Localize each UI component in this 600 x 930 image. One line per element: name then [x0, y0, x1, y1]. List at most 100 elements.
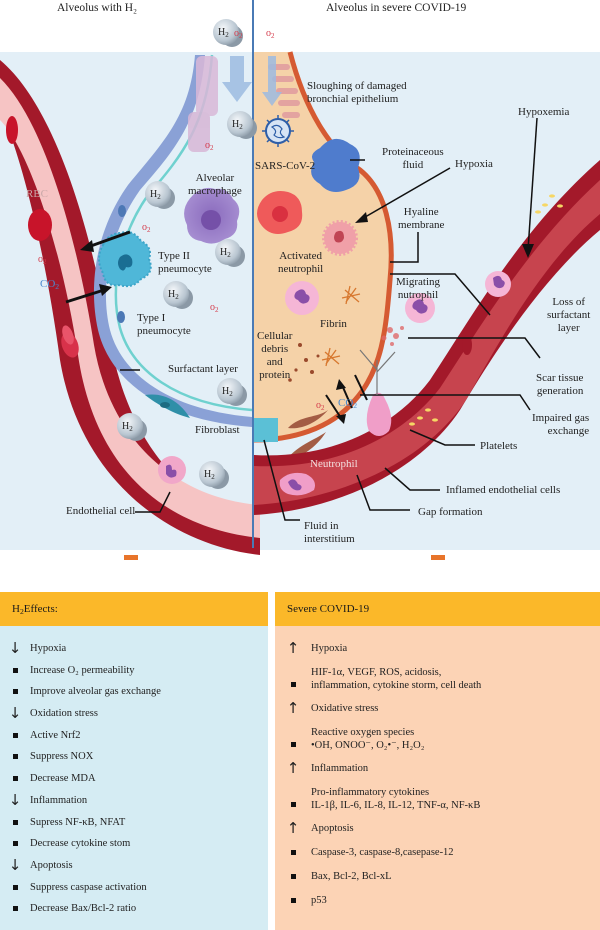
down-arrow-icon: ↓ — [8, 704, 22, 723]
h2-effect-item: Active Nrf2 — [0, 729, 268, 751]
illustration-svg — [0, 0, 600, 560]
h2-effect-text: Inflammation — [30, 794, 88, 806]
o2-label: o2 — [234, 28, 243, 40]
gas-exchange-arrows-right — [325, 374, 368, 424]
h2-effect-text: Active Nrf2 — [30, 729, 81, 741]
h2-effect-text: Decrease cytokine stom — [30, 838, 131, 850]
covid-effect-item: ↑ Oxidative stress — [275, 699, 600, 726]
orange-arrow-right — [431, 555, 445, 560]
down-arrow-icon: ↓ — [8, 639, 22, 657]
covid-alveolus-fluid — [254, 52, 392, 440]
h2-effect-text: Improve alveolar gas exchange — [30, 686, 161, 698]
bullet-icon — [275, 894, 311, 903]
covid-effect-item: ↑ Inflammation — [275, 759, 600, 786]
bullet-icon — [0, 664, 30, 673]
leader-lines — [120, 117, 541, 521]
bullet-icon — [0, 837, 30, 847]
o2-label: o2 — [210, 302, 219, 314]
h2-molecules — [117, 19, 257, 489]
o2-label: o2 — [316, 400, 325, 412]
covid-effect-line: Hypoxia — [311, 643, 348, 654]
down-arrow-icon: ↓ — [8, 855, 22, 874]
h2-label: H2 — [232, 119, 243, 131]
sars-cov-2-virus-icon — [262, 115, 294, 147]
h2-effect-item: ↓ Hypoxia — [0, 639, 268, 664]
covid-effect-line: Caspase-3, caspase-8,casepase-12 — [311, 847, 454, 858]
covid-effect-item: Bax, Bcl-2, Bcl-xL — [275, 870, 600, 894]
o2-label: o2 — [142, 222, 151, 234]
type2-nucleus — [118, 254, 133, 271]
bullet-icon — [0, 816, 30, 825]
up-arrow-icon: ↑ — [286, 819, 300, 837]
cellular-debris — [288, 343, 320, 382]
covid-effect-line: Bax, Bcl-2, Bcl-xL — [311, 871, 392, 882]
covid-effect-line: IL-1β, IL-6, IL-8, IL-12, TNF-α, NF-κB — [311, 800, 481, 811]
h2-effect-text: Oxidation stress — [30, 708, 98, 720]
rbc-cell — [28, 209, 52, 241]
covid-effect-line: inflammation, cytokine storm, cell death — [311, 680, 482, 691]
left-title: Alveolus with H₂ — [57, 2, 138, 14]
orange-arrow-left — [124, 555, 138, 560]
covid-effect-item: HIF-1α, VEGF, ROS, acidosis, inflammation… — [275, 666, 600, 702]
right-title: Alveolus in severe COVID-19 — [326, 2, 467, 14]
severe-covid-header: Severe COVID-19 — [275, 592, 600, 626]
h2-effect-text: Decrease MDA — [30, 773, 96, 785]
h2-effect-item: Increase O₂ permeability — [0, 664, 268, 686]
bullet-icon — [0, 772, 30, 782]
covid-effect-line: Oxidative stress — [311, 703, 379, 714]
up-arrow-icon: ↑ — [286, 759, 300, 777]
covid-effect-text: HIF-1α, VEGF, ROS, acidosis, inflammation… — [311, 666, 481, 692]
neutrophil-label: Neutrophil — [310, 458, 358, 470]
bullet-icon — [0, 685, 30, 695]
covid-effect-item: Reactive oxygen species•OH, ONOO⁻, O₂•⁻,… — [275, 726, 600, 762]
bullet-icon — [0, 750, 30, 760]
covid-effect-line: Inflammation — [311, 763, 369, 774]
h2-effect-item: Decrease cytokine stom — [0, 837, 268, 859]
h2-label: H2 — [168, 289, 179, 301]
h2-effect-text: Hypoxia — [30, 643, 67, 654]
h2-label: H2 — [218, 27, 229, 39]
h2-label: H2 — [150, 189, 161, 201]
platelets — [409, 194, 563, 426]
hypoxia-label: Hypoxia — [455, 158, 493, 170]
up-arrow-icon: ↑ — [286, 639, 300, 657]
interstitial-fibroblast — [288, 410, 328, 429]
h2-effect-item: Supress NF-κB, NFAT — [0, 816, 268, 838]
up-arrow-icon: ↑ — [286, 699, 300, 717]
bullet-icon — [0, 729, 30, 738]
h2-effect-item: Suppress caspase activation — [0, 881, 268, 903]
h2-effects-header: H2Effects: — [0, 592, 268, 626]
covid-effect-line: p53 — [311, 895, 327, 906]
bullet-icon — [0, 902, 30, 912]
covid-effect-line: HIF-1α, VEGF, ROS, acidosis, — [311, 667, 442, 678]
covid-effect-line: •OH, ONOO⁻, O₂•⁻, H₂O₂ — [311, 740, 425, 751]
bullet-icon — [275, 726, 311, 747]
covid-effect-item: Caspase-3, caspase-8,casepase-12 — [275, 846, 600, 870]
co2-label: CO2 — [338, 397, 358, 410]
fibrin-label: Fibrin — [320, 318, 347, 330]
covid-effect-text: Oxidative stress — [311, 702, 378, 715]
h2-effect-text: Supress NF-κB, NFAT — [30, 816, 126, 828]
co2-label: CO2 — [40, 278, 60, 291]
covid-effect-item: ↑Apoptosis — [275, 819, 600, 846]
o2-label: o2 — [266, 28, 275, 40]
gap-formation-label: Gap formation — [418, 506, 483, 518]
rbc-cell — [62, 325, 74, 345]
h2-label: H2 — [122, 421, 133, 433]
h2-effect-item: ↓Apoptosis — [0, 855, 268, 881]
h2-effect-item: Suppress NOX — [0, 750, 268, 772]
rbc-cell — [6, 116, 18, 144]
h2-effect-text: Suppress NOX — [30, 751, 94, 763]
